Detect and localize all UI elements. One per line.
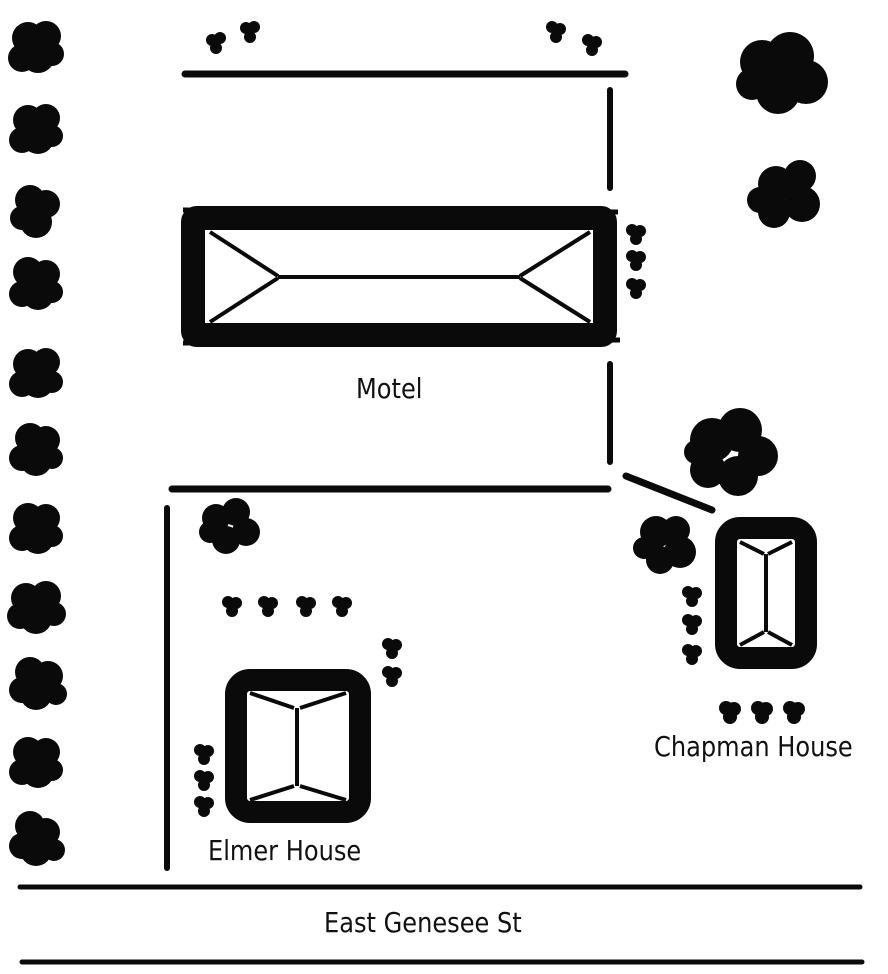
tree-row-left — [7, 21, 67, 866]
shrub-icon — [582, 34, 602, 56]
tree-icon — [9, 257, 63, 310]
tree-icon — [9, 811, 65, 866]
tree-icon — [9, 737, 63, 788]
shrub-icon — [296, 596, 316, 617]
street-label: East Genesee St — [324, 906, 522, 939]
shrub-icon — [222, 596, 242, 617]
tree-icon — [736, 32, 828, 114]
shrub-icon — [546, 21, 566, 43]
shrub-group-top-left — [206, 21, 260, 54]
tree-icon — [9, 348, 63, 398]
motel-building[interactable] — [181, 206, 621, 347]
tree-icon — [9, 104, 63, 154]
tree-icon — [10, 185, 60, 238]
shrub-icon — [682, 614, 702, 635]
shrub-icon — [719, 701, 741, 724]
shrub-icon — [194, 796, 214, 817]
shrub-icon — [682, 586, 702, 607]
elmer-house-label: Elmer House — [208, 834, 362, 867]
shrub-icon — [626, 224, 646, 245]
driveway-diagonal — [622, 472, 716, 514]
shrub-group-chapman-left — [682, 586, 702, 665]
chapman-house-building[interactable] — [715, 517, 817, 669]
chapman-house-label: Chapman House — [654, 730, 853, 763]
shrub-icon — [382, 638, 402, 659]
shrub-group-motel — [626, 224, 646, 299]
tree-icon — [9, 423, 63, 476]
elmer-house-building[interactable] — [225, 669, 371, 823]
shrub-group-elmer-left — [194, 744, 214, 817]
shrub-icon — [382, 666, 402, 687]
elmer-roof-lines — [249, 691, 347, 802]
motel-label: Motel — [356, 372, 423, 405]
shrub-group-elmer-right — [382, 638, 402, 687]
shrub-icon — [682, 644, 702, 665]
shrub-icon — [240, 21, 260, 43]
shrub-icon — [783, 701, 805, 724]
motel-roof-lines — [208, 230, 592, 324]
shrub-icon — [626, 278, 646, 299]
shrub-icon — [206, 32, 226, 54]
tree-icon — [633, 516, 696, 574]
shrub-group-top-right — [546, 21, 602, 56]
shrub-icon — [194, 770, 214, 791]
tree-icon — [747, 160, 820, 228]
tree-icon — [684, 408, 778, 496]
shrub-icon — [626, 250, 646, 271]
tree-icon — [9, 503, 63, 554]
shrub-group-elmer-front — [222, 596, 352, 617]
shrub-icon — [751, 701, 773, 724]
shrub-icon — [258, 596, 278, 617]
tree-icon — [7, 581, 66, 634]
shrub-group-chapman-front — [719, 701, 805, 724]
tree-icon — [9, 657, 67, 710]
tree-icon — [8, 21, 64, 73]
shrub-icon — [194, 744, 214, 765]
shrub-icon — [332, 596, 352, 617]
chapman-roof-lines — [739, 540, 793, 647]
tree-icon — [199, 498, 260, 554]
